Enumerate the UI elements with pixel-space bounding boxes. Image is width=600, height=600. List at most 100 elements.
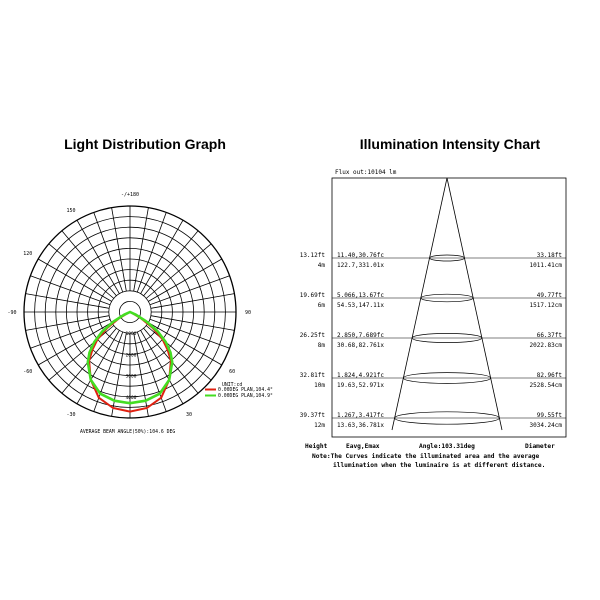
grid-spoke (25, 293, 110, 309)
height-m: 12m (314, 422, 325, 429)
polar-grid (23, 205, 237, 419)
grid-spoke (25, 315, 110, 331)
diameter-ft: 49.77ft (537, 292, 563, 299)
eavg-fc: 1.824,4.921fc (337, 372, 384, 379)
eavg-fc: 5.066,13.67fc (337, 292, 384, 299)
angle-label: 150 (66, 208, 75, 214)
eavg-lx: 30.68,82.761x (337, 342, 384, 349)
cone-ellipse (411, 333, 483, 343)
grid-spoke (148, 322, 222, 366)
angle-label: 90 (245, 310, 251, 316)
grid-spoke (149, 275, 230, 306)
grid-spoke (140, 330, 184, 404)
cone-left-edge (391, 177, 448, 431)
grid-spoke (140, 220, 184, 294)
grid-spoke (76, 330, 120, 404)
footer-diameter: Diameter (525, 442, 555, 450)
eavg-fc: 2.850,7.689fc (337, 332, 384, 339)
angle-label: -30 (66, 412, 75, 418)
illumination-intensity-title: Illumination Intensity Chart (359, 136, 541, 152)
grid-spoke (111, 207, 127, 292)
height-ft: 19.69ft (300, 292, 326, 299)
footer-height: Height (305, 442, 328, 450)
diameter-ft: 82.96ft (537, 372, 563, 379)
grid-spoke (136, 212, 167, 293)
height-ft: 39.37ft (300, 412, 326, 419)
grid-spoke (30, 275, 111, 306)
angle-label: -/+180 (121, 192, 139, 198)
grid-spoke (145, 325, 212, 381)
height-ft: 26.25ft (300, 332, 326, 339)
height-ft: 13.12ft (300, 252, 326, 259)
cone-ellipse (394, 411, 500, 425)
cone-ellipse (402, 372, 492, 384)
cone-ellipse (429, 254, 465, 262)
grid-spoke (150, 315, 235, 331)
intensity-row: 19.69ft 6m 5.066,13.67fc 54.53,147.11x 49.77… (300, 292, 566, 309)
height-ft: 32.81ft (300, 372, 326, 379)
eavg-lx: 54.53,147.11x (337, 302, 384, 309)
series-curve-0 (88, 310, 172, 413)
radial-label: 3000 (126, 374, 137, 380)
radial-label: 1000 (126, 331, 137, 337)
flux-label: Flux out:10104 lm (335, 169, 397, 176)
beam-angle-footer: AVERAGE BEAM ANGLE(50%):104.6 DEG (80, 429, 175, 435)
cone-ellipse (420, 293, 474, 303)
diameter-ft: 66.37ft (537, 332, 563, 339)
note-line-2: illumination when the luminaire is at di… (333, 461, 545, 469)
grid-spoke (133, 332, 149, 417)
intensity-row: 13.12ft 4m 11.40,30.76fc 122.7,331.01x 33.18… (300, 252, 566, 269)
polar-legend: UNIT:cd0.00DEG PLAN,104.4°0.00DEG PLAN,1… (205, 382, 273, 399)
grid-spoke (149, 318, 230, 349)
grid-spoke (76, 220, 120, 294)
grid-spoke (150, 293, 235, 309)
radial-label: 2000 (126, 352, 137, 358)
angle-label: 120 (23, 251, 32, 257)
intensity-row: 32.81ft 10m 1.824,4.921fc 19.63,52.971x 82.9… (300, 372, 566, 389)
diameter-cm: 2022.83cm (529, 342, 562, 349)
diameter-ft: 99.55ft (537, 412, 563, 419)
diameter-cm: 1011.41cm (529, 262, 562, 269)
footer-eavg: Eavg,Emax (346, 443, 380, 450)
height-m: 6m (318, 302, 326, 309)
eavg-lx: 122.7,331.01x (337, 262, 384, 269)
grid-circle (119, 300, 142, 323)
radial-label: 4000 (126, 395, 137, 401)
legend-label-0: 0.00DEG PLAN,104.4° (218, 387, 273, 393)
grid-spoke (133, 207, 149, 292)
diameter-cm: 2528.54cm (529, 382, 562, 389)
grid-spoke (48, 325, 115, 381)
angle-label: 60 (229, 369, 235, 375)
height-m: 10m (314, 382, 325, 389)
intensity-row: 26.25ft 8m 2.850,7.689fc 30.68,82.761x 66.37… (300, 332, 566, 349)
legend-header: UNIT:cd (222, 382, 242, 388)
grid-spoke (93, 212, 124, 293)
grid-spoke (30, 318, 111, 349)
grid-spoke (111, 332, 127, 417)
grid-spoke (148, 258, 222, 302)
diameter-cm: 3034.24cm (529, 422, 562, 429)
diameter-cm: 1517.12cm (529, 302, 562, 309)
grid-spoke (38, 258, 112, 302)
cone-right-edge (446, 177, 503, 431)
diameter-ft: 33.18ft (537, 252, 563, 259)
grid-spoke (38, 322, 112, 366)
eavg-fc: 11.40,30.76fc (337, 252, 384, 259)
chart-frame (331, 177, 567, 438)
height-m: 8m (318, 342, 326, 349)
grid-spoke (145, 243, 212, 299)
intensity-row: 39.37ft 12m 1.267,3.417fc 13.63,36.781x 99.5… (300, 411, 566, 429)
angle-label: -90 (7, 310, 16, 316)
eavg-fc: 1.267,3.417fc (337, 412, 384, 419)
legend-label-1: 0.00DEG PLAN,104.9° (218, 393, 273, 399)
eavg-lx: 19.63,52.971x (337, 382, 384, 389)
series-curve-1 (86, 310, 174, 405)
light-distribution-title: Light Distribution Graph (64, 136, 226, 152)
angle-label: -60 (23, 369, 32, 375)
grid-spoke (143, 230, 199, 297)
eavg-lx: 13.63,36.781x (337, 422, 384, 429)
grid-spoke (48, 243, 115, 299)
height-m: 4m (318, 262, 326, 269)
